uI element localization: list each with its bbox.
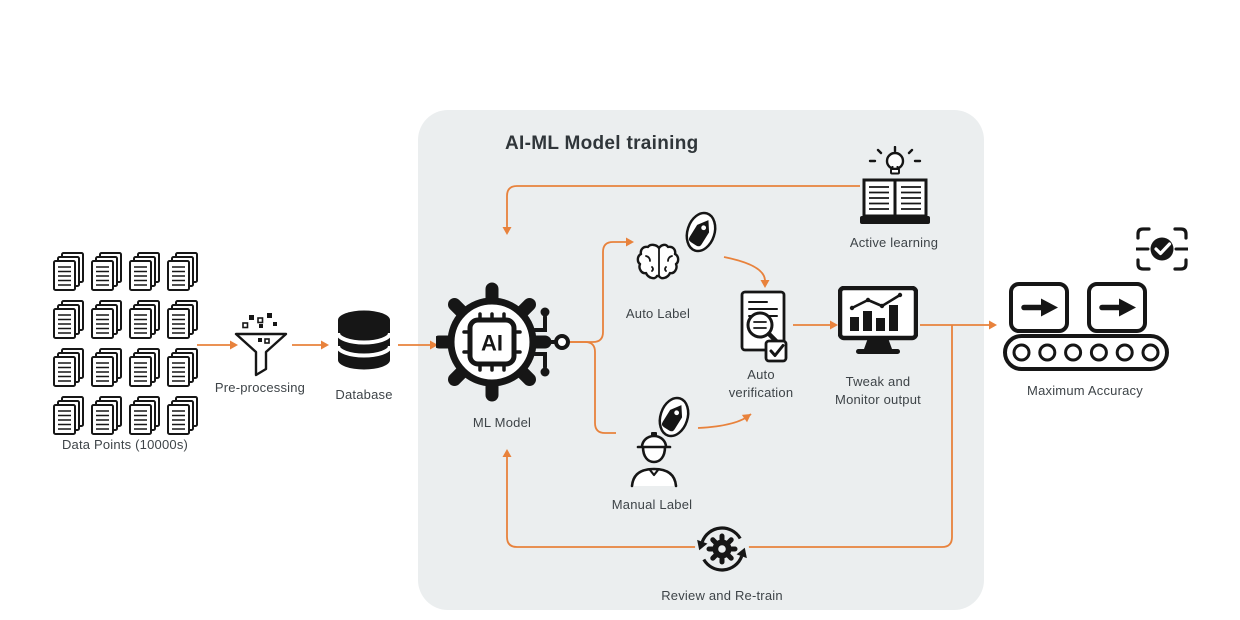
scan-checkmark-icon [1136,227,1188,271]
label-active-learning: Active learning [849,235,939,250]
label-tweak-monitor: Tweak and Monitor output [835,374,921,408]
label-ml-model: ML Model [472,415,532,430]
ai-chip-label: AI [481,331,503,356]
data-points-stack-icon [53,252,198,435]
review-retrain-gear-icon [695,522,749,576]
ml-model-gear-icon: AI [436,282,570,402]
arrow-mlmodel-to-manuallabel [570,341,616,434]
conveyor-belt-icon [1003,282,1169,371]
label-database: Database [335,387,393,402]
arrow-monitor-to-accuracy [920,320,997,330]
arrow-database-to-mlmodel [398,340,438,350]
label-maximum-accuracy: Maximum Accuracy [1027,383,1143,398]
arrow-data-to-preprocessing [197,340,238,350]
preprocessing-funnel-icon [234,313,288,377]
auto-verification-icon [740,290,788,363]
arrow-verification-to-monitor [793,320,838,330]
manual-label-tag-icon [658,396,690,438]
label-review-retrain: Review and Re-train [661,588,783,603]
arrow-manuallabel-to-verification [697,413,752,429]
brain-icon [636,243,680,280]
label-auto-label: Auto Label [625,306,691,321]
arrow-autolabel-to-verification [723,256,770,288]
label-pre-processing: Pre-processing [214,380,306,395]
arrow-mlmodel-to-autolabel [570,237,634,343]
engineer-person-icon [630,432,678,488]
label-data-points: Data Points (10000s) [61,437,189,452]
panel-title: AI-ML Model training [505,133,699,154]
label-manual-label: Manual Label [611,497,693,512]
label-auto-verification: Auto verification [728,367,794,401]
active-learning-book-icon [860,146,930,224]
arrow-preprocessing-to-database [292,340,329,350]
arrow-activelearning-to-mlmodel [502,185,860,235]
database-icon [336,310,392,370]
monitor-chart-icon [838,286,918,354]
auto-label-tag-icon [685,211,717,253]
